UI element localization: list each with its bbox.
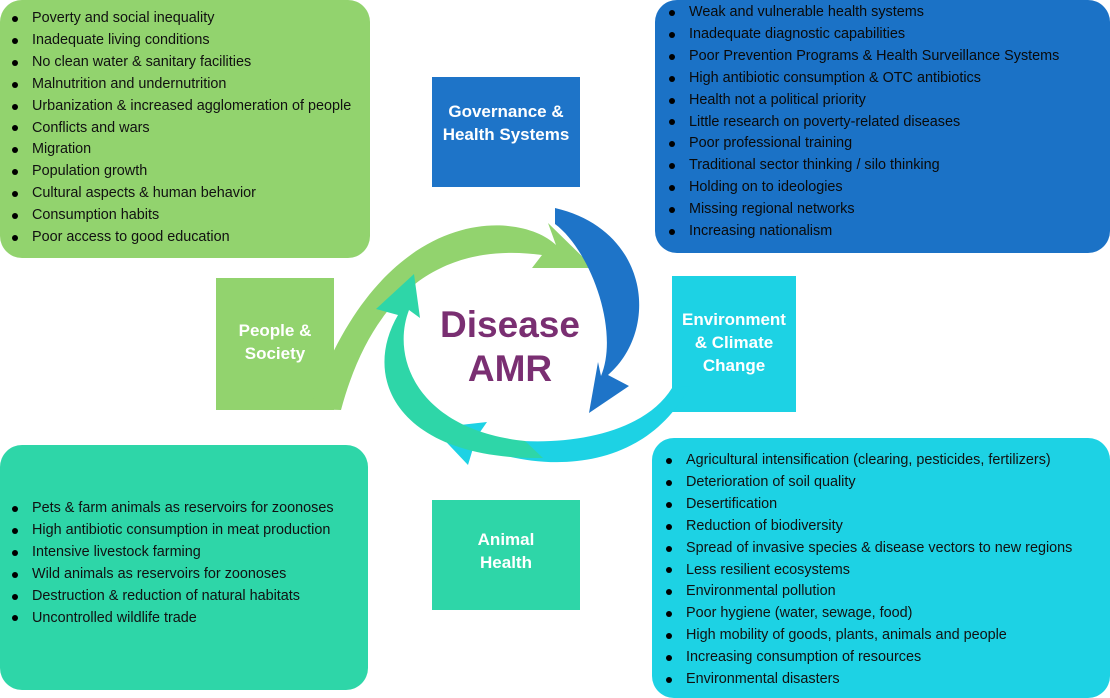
- animal-item: Uncontrolled wildlife trade: [10, 608, 368, 630]
- people-item: Poverty and social inequality: [10, 8, 370, 30]
- environment-label-line1: Environment: [682, 310, 786, 329]
- people-item: Conflicts and wars: [10, 118, 370, 140]
- people-item: Consumption habits: [10, 205, 370, 227]
- environment-item: Less resilient ecosystems: [664, 560, 1110, 582]
- arrow-cyan: [433, 386, 690, 465]
- governance-item: Little research on poverty-related disea…: [667, 112, 1110, 134]
- environment-label-line2: & Climate: [694, 333, 774, 352]
- environment-label-line3: Change: [702, 356, 766, 375]
- arrow-blue: [555, 208, 640, 413]
- animal-label-line2: Health: [480, 553, 532, 572]
- governance-label-line2: Health Systems: [442, 125, 570, 144]
- environment-item: Poor hygiene (water, sewage, food): [664, 603, 1110, 625]
- animal-health-box: Animal Health: [432, 500, 580, 610]
- people-label-line1: People &: [238, 321, 312, 340]
- environment-item: Environmental disasters: [664, 669, 1110, 691]
- animal-health-list: Pets & farm animals as reservoirs for zo…: [10, 498, 368, 629]
- people-item: Cultural aspects & human behavior: [10, 183, 370, 205]
- center-title-line1: Disease: [440, 304, 580, 345]
- arrow-green: [310, 223, 594, 410]
- governance-label-line1: Governance &: [448, 102, 564, 121]
- animal-item: Destruction & reduction of natural habit…: [10, 586, 368, 608]
- governance-item: Inadequate diagnostic capabilities: [667, 24, 1110, 46]
- environment-item: Reduction of biodiversity: [664, 516, 1110, 538]
- people-item: Population growth: [10, 161, 370, 183]
- animal-item: Wild animals as reservoirs for zoonoses: [10, 564, 368, 586]
- governance-item: Increasing nationalism: [667, 221, 1110, 243]
- animal-item: Pets & farm animals as reservoirs for zo…: [10, 498, 368, 520]
- environment-item: Increasing consumption of resources: [664, 647, 1110, 669]
- animal-label-line1: Animal: [477, 530, 535, 549]
- animal-health-panel: Pets & farm animals as reservoirs for zo…: [0, 445, 368, 690]
- governance-box: Governance & Health Systems: [432, 77, 580, 187]
- environment-item: High mobility of goods, plants, animals …: [664, 625, 1110, 647]
- governance-item: Weak and vulnerable health systems: [667, 2, 1110, 24]
- people-item: Poor access to good education: [10, 227, 370, 249]
- environment-list: Agricultural intensification (clearing, …: [664, 450, 1110, 691]
- people-item: Malnutrition and undernutrition: [10, 74, 370, 96]
- people-society-box: People & Society: [216, 278, 334, 410]
- people-label-line2: Society: [244, 344, 306, 363]
- people-item: Inadequate living conditions: [10, 30, 370, 52]
- governance-item: High antibiotic consumption & OTC antibi…: [667, 68, 1110, 90]
- animal-item: High antibiotic consumption in meat prod…: [10, 520, 368, 542]
- governance-item: Poor professional training: [667, 133, 1110, 155]
- environment-item: Deterioration of soil quality: [664, 472, 1110, 494]
- animal-item: Intensive livestock farming: [10, 542, 368, 564]
- governance-item: Poor Prevention Programs & Health Survei…: [667, 46, 1110, 68]
- center-title-line2: AMR: [467, 348, 553, 389]
- environment-item: Desertification: [664, 494, 1110, 516]
- environment-item: Agricultural intensification (clearing, …: [664, 450, 1110, 472]
- environment-panel: Agricultural intensification (clearing, …: [652, 438, 1110, 698]
- arrow-teal: [376, 274, 543, 459]
- governance-item: Holding on to ideologies: [667, 177, 1110, 199]
- people-item: Urbanization & increased agglomeration o…: [10, 96, 370, 118]
- governance-item: Traditional sector thinking / silo think…: [667, 155, 1110, 177]
- environment-item: Environmental pollution: [664, 581, 1110, 603]
- environment-item: Spread of invasive species & disease vec…: [664, 538, 1110, 560]
- people-item: No clean water & sanitary facilities: [10, 52, 370, 74]
- governance-item: Missing regional networks: [667, 199, 1110, 221]
- governance-item: Health not a political priority: [667, 90, 1110, 112]
- environment-box: Environment & Climate Change: [672, 276, 796, 412]
- center-title: Disease AMR: [410, 303, 610, 391]
- people-item: Migration: [10, 139, 370, 161]
